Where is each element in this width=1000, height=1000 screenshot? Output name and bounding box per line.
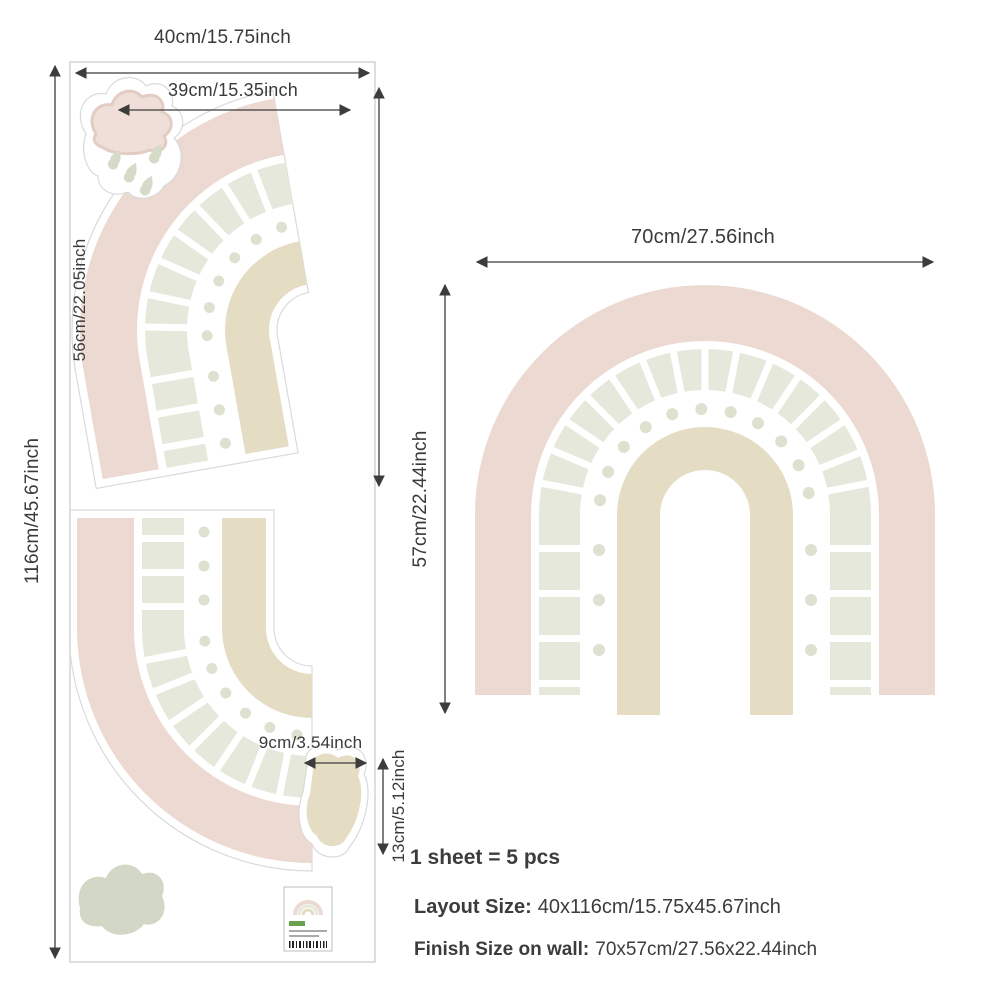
layout-size-value: 40x116cm/15.75x45.67inch bbox=[537, 896, 781, 918]
dim-label-piece-height: 56cm/22.05inch bbox=[70, 238, 89, 362]
dim-label-wall-height: 57cm/22.44inch bbox=[410, 430, 431, 568]
summary-pieces-per-sheet: 1 sheet = 5 pcs bbox=[410, 846, 561, 869]
rainbow-ladder-band bbox=[539, 349, 871, 695]
small-scallop-piece bbox=[298, 744, 369, 858]
barcode-label bbox=[283, 886, 333, 952]
dim-label-sheet-width: 40cm/15.75inch bbox=[154, 27, 291, 48]
rainbow-inner-arch bbox=[617, 427, 793, 715]
barcode-stripes bbox=[289, 941, 327, 948]
dim-label-piece-width: 39cm/15.35inch bbox=[168, 80, 298, 100]
dim-label-wall-width: 70cm/27.56inch bbox=[630, 226, 775, 248]
summary-finish-size: Finish Size on wall:70x57cm/27.56x22.44i… bbox=[414, 939, 817, 961]
label-logo-mark bbox=[289, 921, 305, 926]
dim-label-sheet-height: 116cm/45.67inch bbox=[22, 437, 43, 585]
wall-rainbow bbox=[475, 285, 935, 715]
layout-size-label: Layout Size: bbox=[414, 896, 532, 918]
rainbow-dots bbox=[593, 403, 817, 656]
finish-size-value: 70x57cm/27.56x22.44inch bbox=[595, 939, 818, 960]
rainbow-outer-band bbox=[475, 285, 935, 696]
summary-layout-size: Layout Size:40x116cm/15.75x45.67inch bbox=[414, 896, 781, 919]
dim-label-small-height: 13cm/5.12inch bbox=[389, 749, 408, 863]
finish-size-label: Finish Size on wall: bbox=[414, 939, 590, 960]
dim-label-small-width: 9cm/3.54inch bbox=[258, 733, 363, 752]
sage-cloud-sticker bbox=[78, 864, 165, 935]
